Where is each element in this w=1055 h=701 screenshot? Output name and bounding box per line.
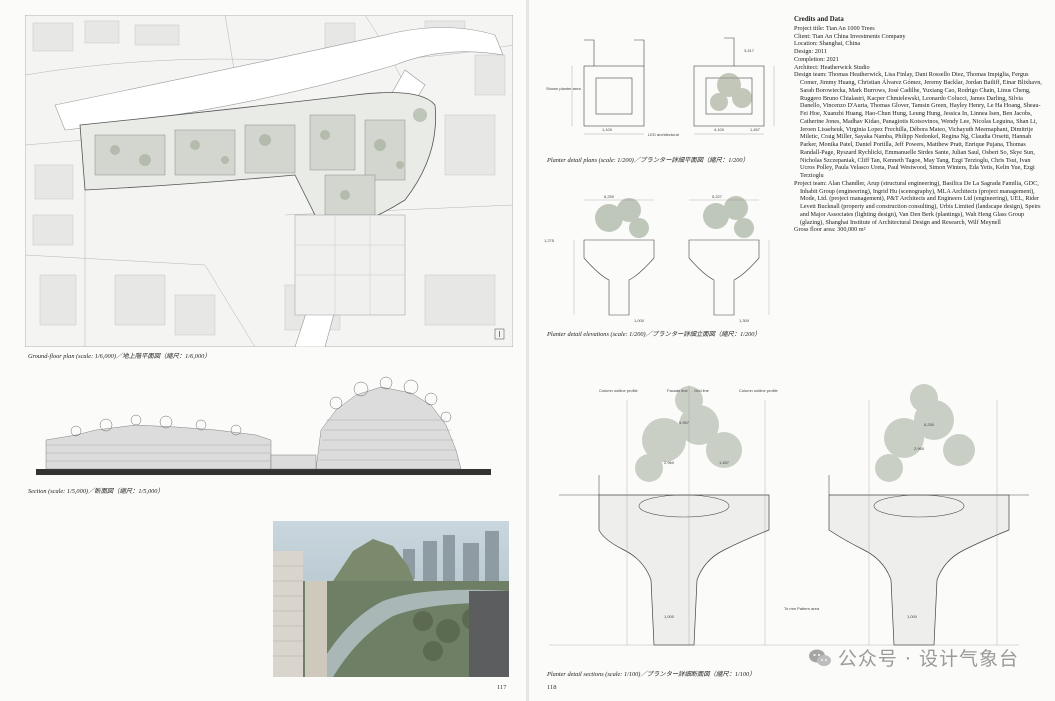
svg-text:4,100: 4,100 xyxy=(714,127,725,132)
svg-text:6,250: 6,250 xyxy=(604,194,615,199)
credit-floor-area: Gross floor area: 300,000 m² xyxy=(794,226,866,234)
svg-text:1,000: 1,000 xyxy=(907,614,918,619)
planter-elevations-caption: Planter detail elevations (scale: 1/200)… xyxy=(547,331,761,338)
section-drawing xyxy=(36,376,491,475)
planter-detail-elevations-drawing: 6,250 5,227 1,275 1,000 1,300 xyxy=(544,194,770,323)
svg-text:LED architectural: LED architectural xyxy=(648,132,679,137)
svg-text:6,250: 6,250 xyxy=(924,422,935,427)
svg-text:To mm Pattern area: To mm Pattern area xyxy=(784,606,820,611)
aerial-photo xyxy=(273,521,509,677)
credit-completion: Completion: 2021 xyxy=(794,55,839,63)
watermark-text: 公众号 · 设计气象台 xyxy=(837,648,1019,670)
watermark: 公众号 · 设计气象台 xyxy=(808,644,1019,671)
planter-detail-sections-drawing: Column outline profile Facade line Grid … xyxy=(549,384,1029,646)
svg-text:1,100: 1,100 xyxy=(602,127,613,132)
credits-block: Credits and Data Project title: Tian An … xyxy=(794,16,1044,234)
svg-text:1,300: 1,300 xyxy=(739,318,750,323)
ground-floor-plan-caption: Ground-floor plan (scale: 1/6,000)／地上階平面… xyxy=(28,353,211,360)
ground-floor-plan-drawing xyxy=(25,15,513,347)
credit-location: Location: Shanghai, China xyxy=(794,40,861,48)
planter-sections-caption: Planter detail sections (scale: 1/100)／プ… xyxy=(547,671,756,678)
svg-text:2,960: 2,960 xyxy=(664,460,675,465)
credit-architect: Architect: Heatherwick Studio xyxy=(794,63,870,71)
page-number-left: 117 xyxy=(497,684,507,691)
svg-text:Column outline profile: Column outline profile xyxy=(599,388,638,393)
svg-text:2,960: 2,960 xyxy=(914,446,925,451)
planter-plans-caption: Planter detail plans (scale: 1/200)／プランタ… xyxy=(547,157,749,164)
svg-text:1,000: 1,000 xyxy=(634,318,645,323)
svg-text:1,457: 1,457 xyxy=(750,127,761,132)
svg-text:Facade line: Facade line xyxy=(667,388,688,393)
svg-text:5,957: 5,957 xyxy=(679,420,690,425)
svg-text:1,000: 1,000 xyxy=(664,614,675,619)
credit-design-team: Design team: Thomas Heatherwick, Lisa Fi… xyxy=(794,71,1042,179)
page-gutter xyxy=(526,0,529,701)
credit-client: Client: Tian An China Investments Compan… xyxy=(794,32,906,40)
wechat-icon xyxy=(808,649,831,666)
svg-text:Column outline profile: Column outline profile xyxy=(739,388,778,393)
svg-text:3,417: 3,417 xyxy=(744,48,755,53)
page-number-right: 118 xyxy=(547,684,557,691)
left-page: Ground-floor plan (scale: 1/6,000)／地上階平面… xyxy=(0,0,526,701)
svg-text:5,227: 5,227 xyxy=(712,194,723,199)
credit-project-team: Project team: Alan Chandler, Arup (struc… xyxy=(794,179,1041,226)
planter-detail-plans-drawing: 1,100 4,100 1,457 3,417 Shown planter ar… xyxy=(546,37,775,137)
credits-heading: Credits and Data xyxy=(794,16,844,23)
credit-design: Design: 2011 xyxy=(794,48,827,55)
right-page: 1,100 4,100 1,457 3,417 Shown planter ar… xyxy=(529,0,1055,701)
svg-text:1,457: 1,457 xyxy=(719,460,730,465)
credit-project-title: Project title: Tian An 1000 Trees xyxy=(794,24,875,32)
svg-text:Shown planter area: Shown planter area xyxy=(546,86,581,91)
svg-text:1,275: 1,275 xyxy=(544,238,555,243)
svg-text:Grid line: Grid line xyxy=(694,388,710,393)
section-caption: Section (scale: 1/5,000)／断面図（縮尺：1/5,000） xyxy=(28,488,164,495)
